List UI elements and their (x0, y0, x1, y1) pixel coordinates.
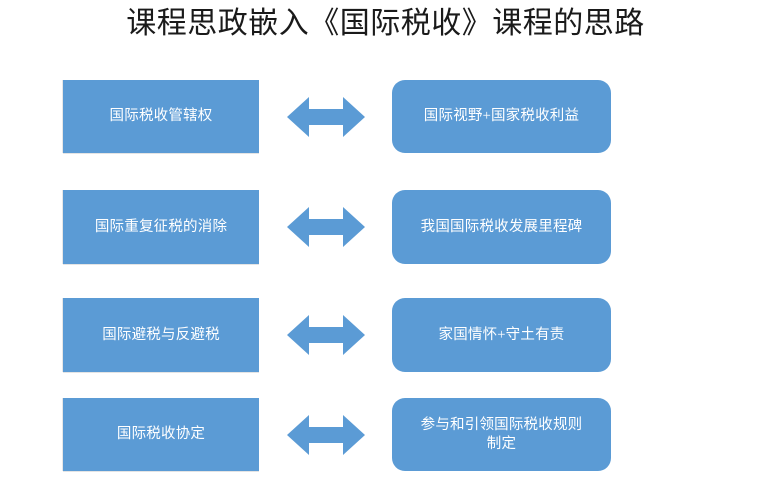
arrow-connector-2[interactable] (281, 190, 370, 264)
left-node-4[interactable]: 国际税收协定 (63, 398, 259, 471)
right-node-4-label: 参与和引领国际税收规则 制定 (420, 416, 583, 452)
left-node-1-label: 国际税收管辖权 (109, 108, 213, 124)
left-node-3[interactable]: 国际避税与反避税 (63, 298, 259, 372)
right-node-4[interactable]: 参与和引领国际税收规则 制定 (392, 398, 611, 471)
diagram-row: 国际重复征税的消除 我国国际税收发展里程碑 (0, 190, 771, 264)
double-headed-arrow-icon (286, 96, 365, 138)
left-node-4-label: 国际税收协定 (116, 426, 206, 442)
left-node-2-label: 国际重复征税的消除 (94, 218, 228, 235)
right-node-3[interactable]: 家国情怀+守土有责 (392, 298, 611, 372)
double-headed-arrow-icon (286, 414, 365, 456)
double-headed-arrow-icon (286, 314, 365, 356)
page-title: 课程思政嵌入《国际税收》课程的思路 (126, 7, 645, 40)
arrow-connector-4[interactable] (281, 398, 370, 471)
arrow-connector-1[interactable] (281, 80, 370, 153)
diagram-row: 国际税收管辖权 国际视野+国家税收利益 (0, 80, 771, 153)
diagram-row: 国际避税与反避税 家国情怀+守土有责 (0, 298, 771, 372)
left-node-1[interactable]: 国际税收管辖权 (63, 80, 259, 153)
left-node-2[interactable]: 国际重复征税的消除 (63, 190, 259, 264)
right-node-1[interactable]: 国际视野+国家税收利益 (392, 80, 611, 153)
right-node-2-label: 我国国际税收发展里程碑 (420, 218, 583, 235)
right-node-1-label: 国际视野+国家税收利益 (423, 108, 580, 124)
diagram-row: 国际税收协定 参与和引领国际税收规则 制定 (0, 398, 771, 471)
double-headed-arrow-icon (286, 206, 365, 248)
right-node-2[interactable]: 我国国际税收发展里程碑 (392, 190, 611, 264)
right-node-3-label: 家国情怀+守土有责 (438, 326, 565, 343)
arrow-connector-3[interactable] (281, 298, 370, 372)
left-node-3-label: 国际避税与反避税 (102, 326, 220, 343)
